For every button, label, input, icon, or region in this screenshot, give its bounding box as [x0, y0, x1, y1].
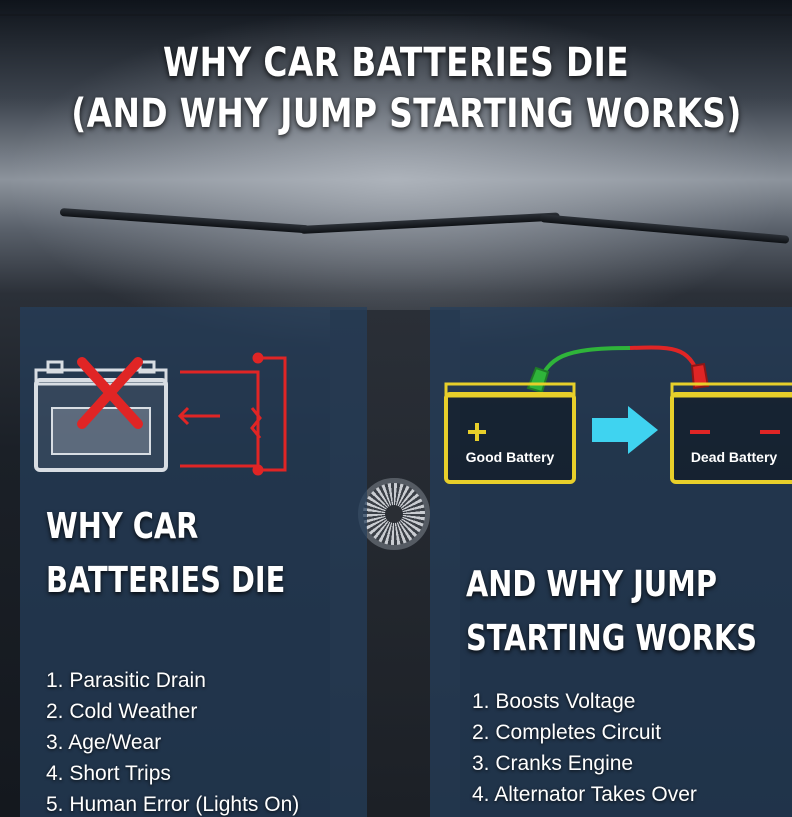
battery-drain-illustration [34, 352, 287, 476]
dead-battery-label: Dead Battery [690, 449, 778, 465]
list-item: 2. Cold Weather [46, 700, 198, 723]
red-x-icon [77, 357, 143, 429]
list-item: 2. Completes Circuit [472, 721, 662, 744]
title-line-2: (AND WHY JUMP STARTING WORKS) [71, 91, 742, 137]
jumper-cables-icon [526, 345, 710, 394]
right-heading-line-1: AND WHY JUMP [466, 564, 717, 605]
page-title: WHY CAR BATTERIES DIE (AND WHY JUMP STAR… [71, 38, 742, 140]
left-heading-line-1: WHY CAR [46, 506, 199, 547]
left-panel-heading: WHY CAR BATTERIES DIE [46, 500, 285, 608]
alternator-pulley [358, 478, 430, 550]
wiper-blade-center [299, 212, 560, 234]
hood-edge [0, 14, 792, 16]
dead-battery-icon [670, 382, 792, 484]
dead-battery-icon [34, 360, 168, 472]
good-battery-label: Good Battery [465, 449, 555, 465]
transfer-arrow-icon [592, 406, 658, 454]
list-item: 1. Boosts Voltage [472, 690, 636, 713]
wiper-blade-right [539, 214, 790, 244]
jump-start-illustration [444, 345, 792, 484]
right-panel-heading: AND WHY JUMP STARTING WORKS [466, 558, 757, 666]
list-item: 3. Age/Wear [46, 731, 162, 754]
wiper-blade-left [59, 208, 310, 234]
list-item: 4. Alternator Takes Over [472, 783, 697, 806]
why-batteries-die-panel [20, 307, 367, 817]
list-item: 1. Parasitic Drain [46, 669, 206, 692]
left-heading-line-2: BATTERIES DIE [46, 560, 286, 601]
good-battery-icon [444, 382, 576, 484]
drain-circuit-icon [177, 352, 287, 476]
list-item: 3. Cranks Engine [472, 752, 634, 775]
causes-list: 1. Parasitic Drain 2. Cold Weather 3. Ag… [46, 665, 299, 817]
right-heading-line-2: STARTING WORKS [466, 618, 757, 659]
reasons-list: 1. Boosts Voltage 2. Completes Circuit 3… [472, 686, 697, 810]
list-item: 4. Short Trips [46, 762, 171, 785]
list-item: 5. Human Error (Lights On) [46, 793, 300, 816]
title-line-1: WHY CAR BATTERIES DIE [162, 40, 630, 86]
